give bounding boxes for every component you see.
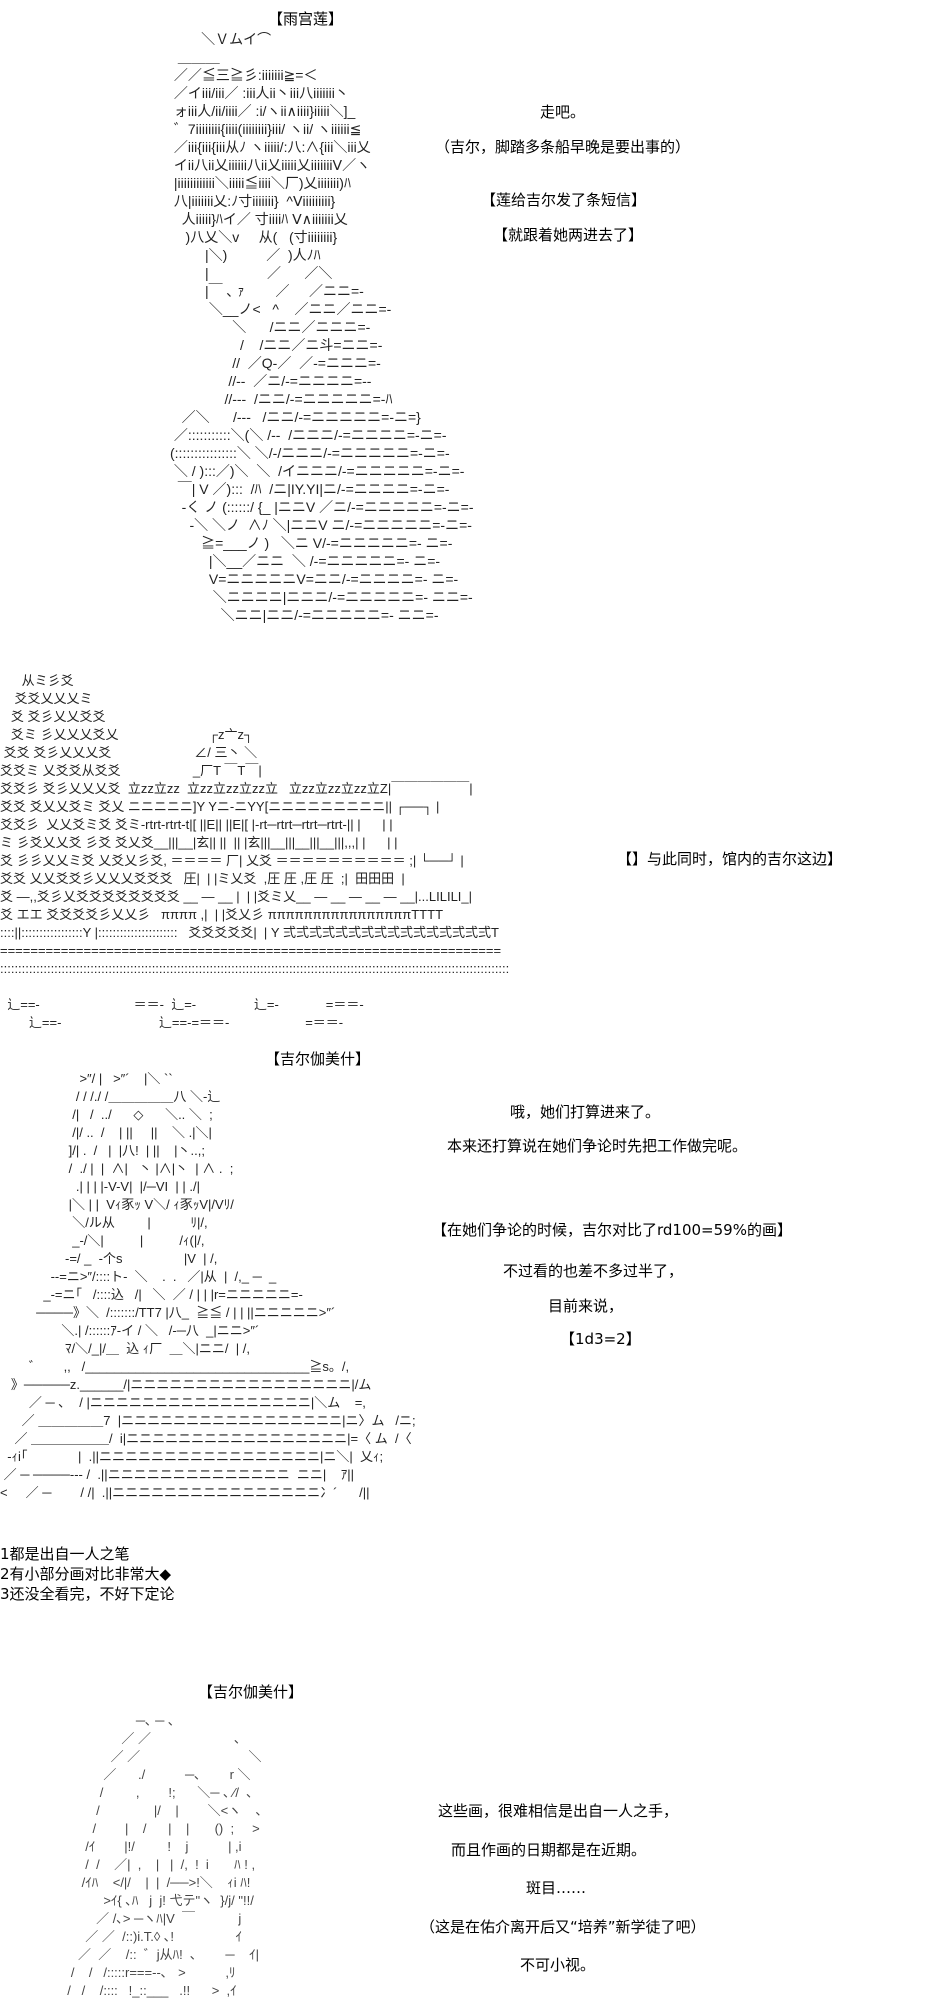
dialogue-line: 斑目…… <box>526 1879 587 1897</box>
dialogue-line: 本来还打算说在她们争论时先把工作做完呢。 <box>447 1137 748 1155</box>
ascii-art-character: >″/ | >″´ |＼ `` / / /./ /＿＿＿＿＿八 ＼‐辶 /| /… <box>0 1071 416 1500</box>
narration-line: 【】与此同时，馆内的吉尔这边】 <box>617 850 843 868</box>
dialogue-line: 哦，她们打算进来了。 <box>510 1103 661 1121</box>
narration-line: 【莲给吉尔发了条短信】 <box>481 191 647 209</box>
narration-line: 【就跟着她两进去了】 <box>493 226 644 244</box>
choice-option: 2有小部分画对比非常大◆ <box>0 1565 172 1583</box>
narration-line: 【在她们争论的时候，吉尔对比了rd100=59%的画】 <box>432 1221 792 1239</box>
ascii-art-building: 从ミ彡爻 爻爻乂乂乂ミ 爻 爻彡乂乂爻爻 爻ミ 彡乂乂乂爻乂 ┌z亠z┐ 爻爻 … <box>0 673 510 1030</box>
ascii-art-character: ＼Ｖムイ⌒ ＿＿＿ ／／≦三≧彡:iiiiiii≧=＜ ／イiii/iii／ :… <box>170 31 474 623</box>
dialogue-line: 而且作画的日期都是在近期。 <box>451 1841 647 1859</box>
dialogue-line: 这些画，很难相信是出自一人之手， <box>438 1802 679 1820</box>
speaker-label: 【雨宫莲】 <box>268 10 344 28</box>
dialogue-line: 不可小视。 <box>520 1956 596 1974</box>
dialogue-line: （吉尔，脚踏多条船早晚是要出事的） <box>435 138 691 156</box>
dialogue-line: 目前来说， <box>548 1297 624 1315</box>
choice-option: 1都是出自一人之笔 <box>0 1545 130 1563</box>
dialogue-line: （这是在佑介离开后又“培养”新学徒了吧） <box>420 1918 706 1936</box>
dice-roll-result: 【1d3=2】 <box>560 1330 641 1348</box>
speaker-label: 【吉尔伽美什】 <box>198 1683 304 1701</box>
speaker-label: 【吉尔伽美什】 <box>265 1050 371 1068</box>
dialogue-line: 不过看的也差不多过半了， <box>503 1262 684 1280</box>
choice-option: 3还没全看完，不好下定论 <box>0 1585 175 1603</box>
ascii-art-character: ─､ ─ ､ ／ ／ ､ ／ ／ ＼ ／ ./ ─､ r ＼ / , !; ＼─… <box>67 1713 263 1998</box>
dialogue-line: 走吧。 <box>540 103 586 121</box>
